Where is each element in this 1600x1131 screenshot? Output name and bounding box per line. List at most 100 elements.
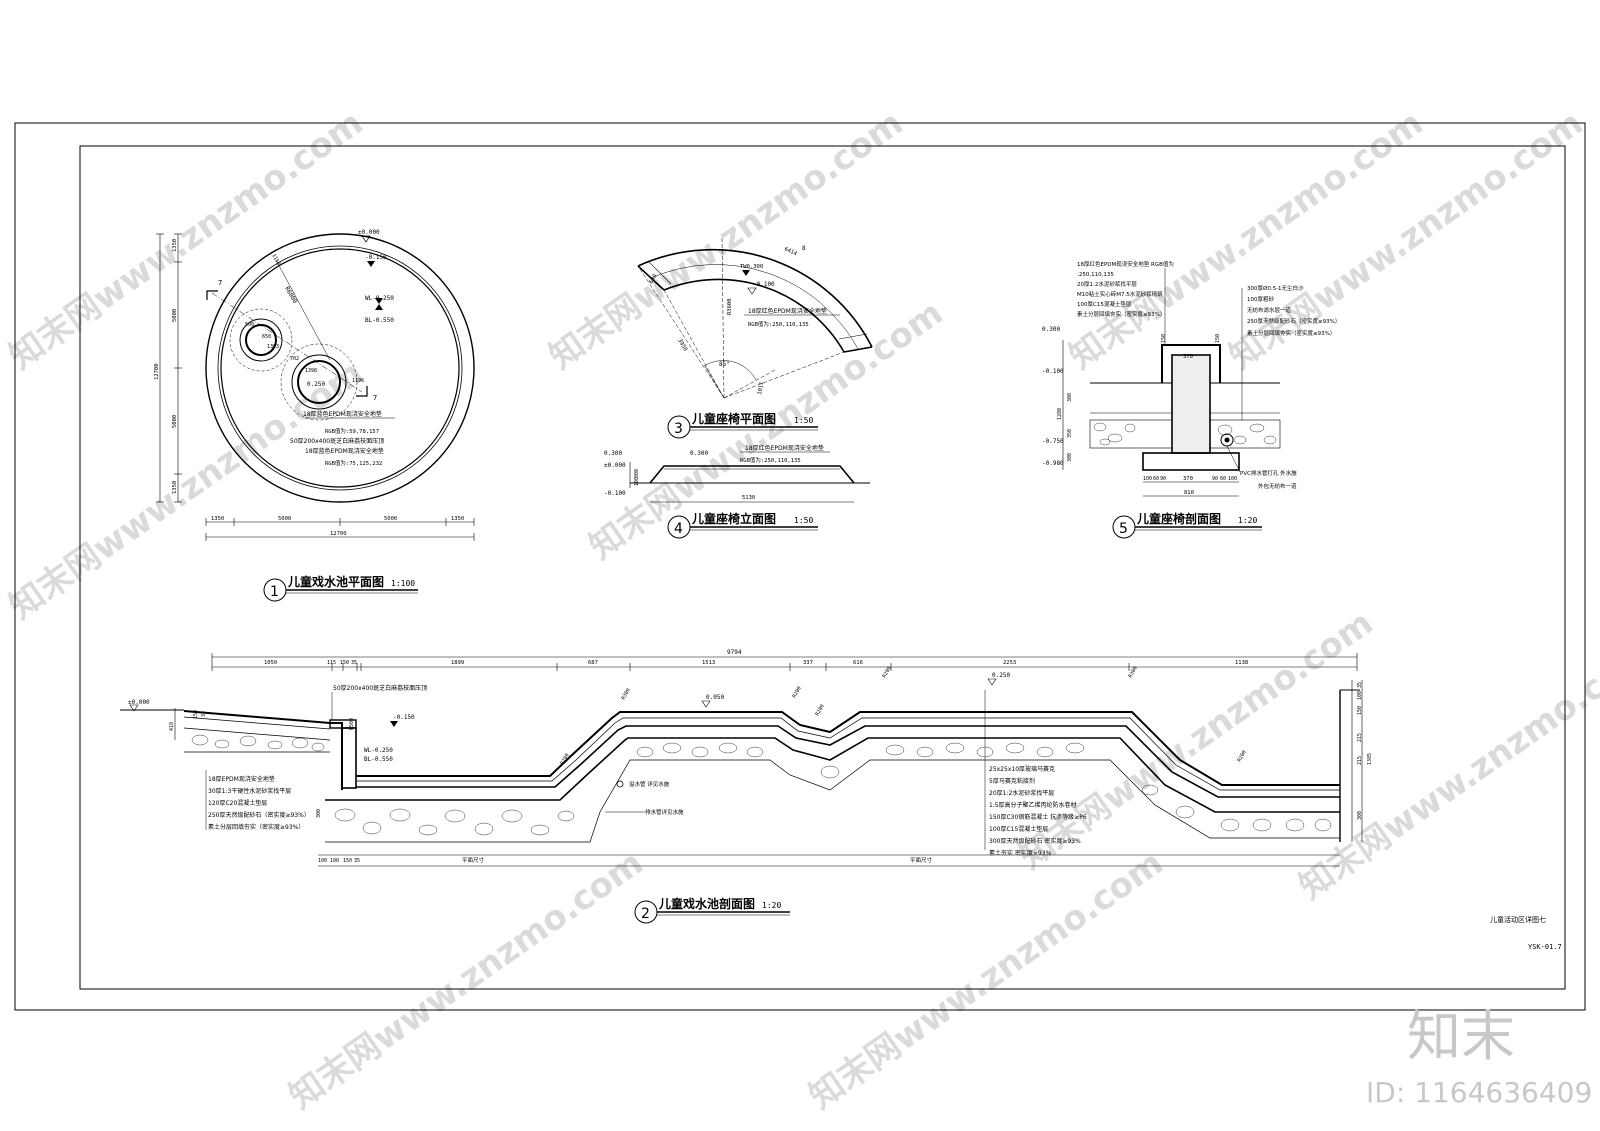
dim-label: 12700 bbox=[330, 531, 347, 537]
dim-label: 1350 bbox=[172, 481, 178, 494]
section-mark-label: 7 bbox=[218, 279, 222, 287]
dim-label: 35 bbox=[201, 711, 207, 717]
dim-label: 35 bbox=[1357, 682, 1363, 688]
level-label: ±0.000 bbox=[128, 699, 150, 706]
coping-note: 50厚200x400斑芝白麻荔枝面压顶 bbox=[333, 684, 427, 692]
watermark-text: 知末网www.znzmo.com bbox=[1012, 603, 1380, 877]
view-number: 1 bbox=[270, 584, 279, 600]
pool-floor-finish bbox=[356, 711, 1340, 786]
island-large-outer bbox=[291, 354, 347, 410]
view-title: 儿童座椅立面图 bbox=[691, 511, 776, 526]
note: M10粘土实心砖M7.5水泥砂浆砌筑 bbox=[1077, 290, 1163, 298]
section-line bbox=[211, 292, 363, 393]
dim-label: 100 bbox=[1143, 476, 1152, 482]
level-label: 0.250 bbox=[992, 672, 1010, 679]
radius-label: R3600 bbox=[727, 298, 733, 315]
dim-label: 150 bbox=[340, 660, 349, 666]
dim-small-label: 500 bbox=[245, 322, 254, 328]
dim-label: 35 bbox=[351, 660, 357, 666]
dim-label: 1350 bbox=[451, 516, 464, 522]
note: 100厚C15混凝土垫层 bbox=[1077, 300, 1132, 308]
dim-label: 300 bbox=[1067, 453, 1073, 462]
note: 100厚粗砂 bbox=[1247, 295, 1274, 303]
bench-joint bbox=[647, 260, 672, 285]
top-wall-label: TW0.300 bbox=[740, 264, 763, 270]
dim-label: 60 bbox=[1153, 476, 1159, 482]
dim-label: 100 bbox=[1228, 476, 1237, 482]
layer-note: 1.5厚高分子聚乙烯丙纶防水卷材 bbox=[989, 801, 1077, 809]
angle-arc bbox=[703, 360, 757, 381]
level-marker bbox=[367, 261, 375, 267]
view-number: 4 bbox=[674, 521, 683, 537]
radius-label: R300 bbox=[1128, 666, 1139, 679]
sheet-border-inner bbox=[79, 145, 1566, 990]
pool-wall bbox=[341, 727, 357, 789]
dim-label: 1350 bbox=[211, 516, 224, 522]
layer-line bbox=[183, 727, 331, 741]
pipe-note: 溢水管 详见水施 bbox=[629, 780, 670, 788]
view-scale: 1:20 bbox=[1238, 516, 1257, 525]
plan-note: RGB值为:75,125,232 bbox=[325, 459, 382, 467]
dim-label: 150 bbox=[1357, 706, 1363, 715]
dim-label: 650 bbox=[649, 273, 659, 285]
level-inner-label: -0.150 bbox=[365, 254, 387, 261]
dim-label: 90 bbox=[1212, 476, 1218, 482]
view-number: 5 bbox=[1119, 521, 1128, 537]
sheet-border-outer bbox=[14, 122, 1586, 1011]
note: :250,110,135 bbox=[1077, 272, 1114, 278]
level-label: 0.050 bbox=[706, 694, 724, 701]
radius-label: R200 bbox=[882, 666, 893, 679]
left-notes: 18厚红色EPDM现浇安全地垫 RGB值为 :250,110,135 20厚1:… bbox=[1077, 260, 1174, 318]
radius-guide bbox=[663, 289, 725, 399]
radius-guide bbox=[723, 369, 776, 399]
dim-label: 90 bbox=[1160, 476, 1166, 482]
plan-note: RGB值为:59,78,157 bbox=[325, 427, 379, 435]
bench-end bbox=[843, 346, 873, 353]
drain-pipe-core bbox=[1224, 437, 1230, 443]
dim-label: 5000 bbox=[172, 309, 178, 322]
view-title: 儿童戏水池剖面图 bbox=[658, 896, 755, 911]
radius-label: R200 bbox=[1237, 750, 1248, 763]
right-notes: 300厚Ø0.5-1无尘白沙 100厚粗砂 无纺布滤水层一道 250厚天然级配砂… bbox=[1247, 284, 1340, 337]
inner-level-label: 0.250 bbox=[307, 381, 325, 388]
pool-coping-ring bbox=[217, 245, 463, 491]
dim-label: 418 bbox=[169, 722, 175, 731]
angle-label: 85° bbox=[719, 361, 730, 368]
view-title: 儿童座椅剖面图 bbox=[1136, 511, 1221, 526]
note: 20厚1:2水泥砂浆找平层 bbox=[1077, 280, 1137, 288]
dim-label: 150 bbox=[1161, 334, 1167, 343]
level-label: ±0.000 bbox=[604, 462, 626, 469]
dim-label: 1138 bbox=[1235, 660, 1248, 666]
view-title: 儿童戏水池平面图 bbox=[287, 574, 384, 589]
dim-label: 5000 bbox=[384, 516, 397, 522]
plan-dim-note: 平面尺寸 bbox=[462, 856, 485, 864]
radius-label: R500 bbox=[349, 718, 355, 730]
elev-note: 18厚红色EPDM现浇安全地垫 bbox=[745, 444, 824, 452]
section-cut-mark bbox=[356, 386, 368, 397]
dim-label: 337 bbox=[803, 660, 813, 666]
level-marker bbox=[390, 721, 398, 727]
plan-note: RGB值为:250,110,135 bbox=[748, 320, 809, 328]
view-5-bench-section: 18厚红色EPDM现浇安全地垫 RGB值为 :250,110,135 20厚1:… bbox=[1042, 260, 1340, 539]
pipe-note: PVC排水管打孔 外水施 bbox=[1240, 469, 1297, 477]
layer-note: 250厚天然级配砂石（密实度≥93%） bbox=[208, 811, 310, 819]
dim-label: 35 bbox=[354, 858, 360, 864]
view-number: 2 bbox=[641, 906, 650, 922]
layer-note: 150厚C30钢筋混凝土 抗渗等级≥P6 bbox=[989, 813, 1087, 821]
pipe-note: 排水管详见水施 bbox=[645, 808, 684, 816]
level-marker bbox=[747, 287, 757, 295]
island-large-inner bbox=[297, 360, 341, 404]
dim-label: 150 bbox=[193, 710, 199, 719]
level-label: -0.100 bbox=[604, 490, 626, 497]
dim-label: 115 bbox=[327, 660, 336, 666]
view-number: 3 bbox=[674, 421, 683, 437]
water-level-marker bbox=[375, 298, 383, 310]
radius-label: R200 bbox=[560, 753, 571, 766]
dim-label: 300 bbox=[1357, 811, 1363, 820]
radius-label: R6000 bbox=[283, 286, 298, 305]
plan-note: 50厚200x400斑芝白麻荔枝面压顶 bbox=[290, 437, 384, 445]
dim-label: 100 bbox=[1357, 691, 1363, 700]
level-marker bbox=[361, 235, 371, 243]
dim-label: 5130 bbox=[742, 495, 755, 501]
dim-label: 300 bbox=[634, 469, 640, 478]
